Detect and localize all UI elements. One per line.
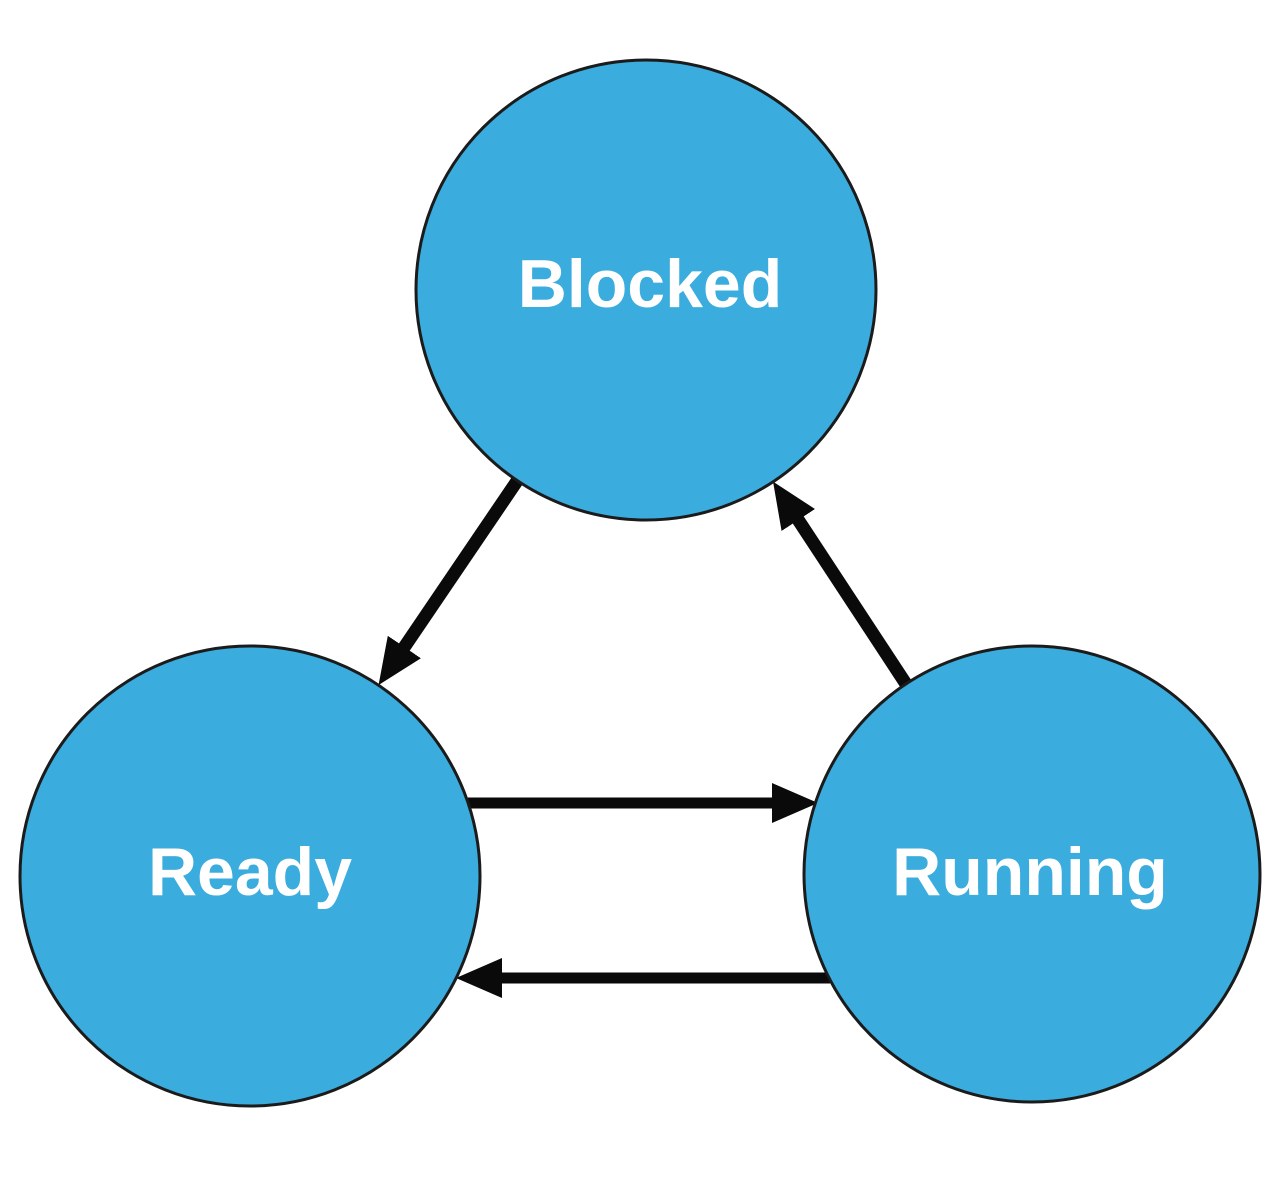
node-ready-circle xyxy=(18,644,482,1108)
arrow-blocked-to-ready xyxy=(378,477,523,686)
node-ready: Ready xyxy=(18,644,482,1108)
node-blocked-label: Blocked xyxy=(518,246,783,322)
node-blocked: Blocked xyxy=(414,58,878,522)
node-ready-label: Ready xyxy=(148,834,352,910)
node-running: Running xyxy=(802,644,1262,1104)
node-running-label: Running xyxy=(892,834,1168,910)
arrow-running-to-blocked xyxy=(773,481,912,688)
node-blocked-circle xyxy=(414,58,878,522)
edge-group xyxy=(378,477,912,998)
node-running-circle xyxy=(802,644,1262,1104)
